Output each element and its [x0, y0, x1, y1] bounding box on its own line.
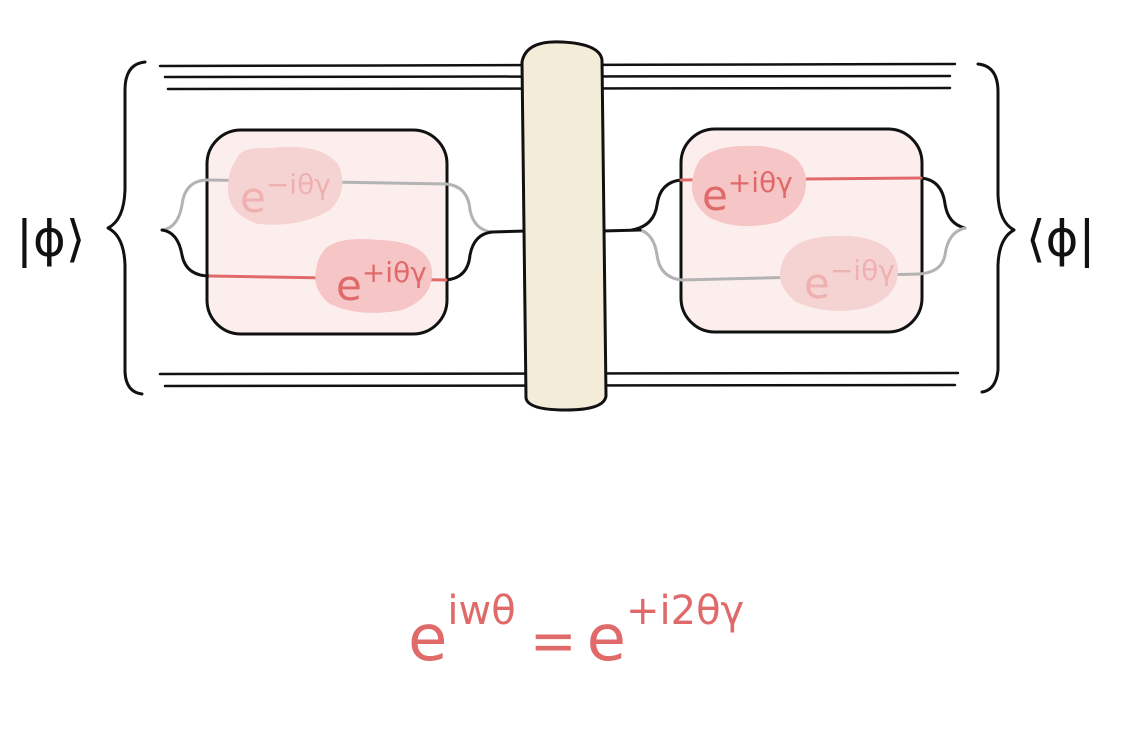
right-join-brace	[919, 176, 967, 230]
right-lower-phase: e−iθγ	[804, 254, 895, 308]
right-upper-phase: e+iθγ	[702, 166, 793, 220]
right-bra: ⟨ϕ|	[1026, 210, 1095, 268]
phase-equation: eiwθ=e+i2θγ	[408, 588, 744, 676]
left-lower-phase: e+iθγ	[336, 256, 427, 310]
left-split-brace	[160, 178, 210, 232]
left-join-brace	[444, 182, 494, 234]
left-outer-brace	[106, 60, 147, 396]
right-upper-phase-blob	[691, 145, 807, 227]
right-split-brace	[630, 178, 683, 232]
right-outer-brace	[976, 62, 1016, 394]
left-lower-phase-blob	[315, 239, 433, 313]
left-ket: |ϕ⟩	[16, 210, 85, 268]
left-upper-phase: e−iθγ	[240, 168, 331, 222]
central-bar	[520, 40, 608, 412]
right-lower-phase-blob	[779, 235, 898, 311]
left-upper-phase-blob	[228, 146, 343, 225]
